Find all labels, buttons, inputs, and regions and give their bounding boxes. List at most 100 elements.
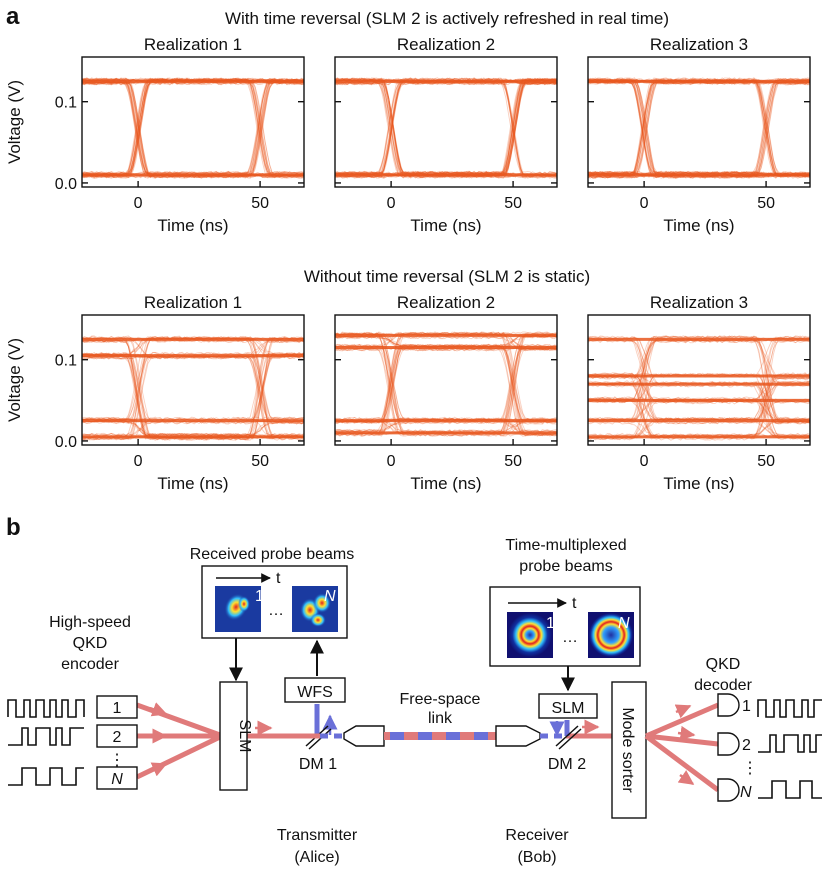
eye-trace [82,79,304,175]
setup-diagram: b 1 2 ⋮ N High [6,514,822,866]
eye-trace [82,355,304,438]
eye-trace [335,77,557,179]
eye-trace [82,78,304,179]
eye-trace [82,80,304,176]
eye-trace [588,376,810,422]
x-tick-label: 50 [757,453,775,470]
eye-trace [82,77,304,177]
eye-trace [588,79,810,177]
eye-trace [82,80,304,177]
eye-trace [82,78,304,175]
eye-trace [335,77,557,176]
eye-trace [335,80,557,178]
eye-trace [82,336,304,423]
eye-trace [82,78,304,174]
x-tick-label: 50 [757,195,775,212]
eye-trace [82,78,304,178]
eye-trace [82,354,304,441]
eye-trace [335,81,557,178]
eye-trace [588,337,810,403]
eye-trace [82,421,304,440]
x-tick-label: 0 [134,453,143,470]
eye-trace [335,78,557,178]
eye-traces [588,335,810,441]
eye-trace [335,78,557,175]
eye-trace [82,352,304,440]
eye-trace [588,78,810,177]
y-tick-label: 0.0 [55,176,77,193]
eye-trace [82,78,304,177]
receiver-bob-label: (Bob) [517,849,556,866]
eye-trace [335,77,557,177]
encoder-label-n: N [111,771,123,788]
eye-trace [82,78,304,175]
eye-trace [335,79,557,174]
eye-trace [588,78,810,176]
eye-trace [82,355,304,422]
detector-1 [717,693,740,717]
eye-trace [335,81,557,179]
eye-trace [335,80,557,179]
eye-trace [82,79,304,177]
eye-trace [588,80,810,175]
eye-trace [82,353,304,424]
eye-trace [588,78,810,177]
eye-trace [588,79,810,176]
eye-trace [335,344,557,424]
eye-trace [588,78,810,178]
eye-traces [588,77,810,179]
decoder-label-n: N [740,784,752,801]
eye-trace [82,77,304,179]
eye-trace [82,336,304,424]
received-t-label: t [276,570,281,587]
eye-trace [588,77,810,179]
eye-trace [335,81,557,178]
eye-trace [588,335,810,441]
encoder-channel-2: 2 [8,724,138,748]
eye-trace [82,78,304,177]
plot-frame [587,314,811,446]
x-tick-label: 50 [251,195,269,212]
eye-trace [82,77,304,176]
tm-probe-image-n [588,612,634,658]
eye-trace [82,80,304,178]
eye-trace [588,77,810,179]
eye-trace [82,352,304,441]
x-tick-label: 0 [387,453,396,470]
eye-trace [82,336,304,424]
eye-trace [588,80,810,177]
eye-trace [588,339,810,421]
eye-trace [82,81,304,178]
x-tick-label: 50 [504,195,522,212]
eye-trace [588,78,810,178]
transmitter-alice-label: (Alice) [294,849,339,866]
eye-trace [82,79,304,179]
eye-trace [588,80,810,177]
eye-trace [588,381,810,440]
eye-trace [588,79,810,176]
eye-trace [335,78,557,176]
eye-trace [82,78,304,178]
eye-trace [82,77,304,179]
y-tick-label: 0.0 [55,434,77,451]
x-axis-label: Time (ns) [157,474,228,493]
eye-trace [82,79,304,178]
x-tick-label: 0 [387,195,396,212]
plot-frame [334,56,558,188]
eye-trace [335,81,557,179]
tm-dots: … [562,629,578,646]
transmitter-telescope [343,725,385,747]
decoder-title-1: QKD [706,656,741,673]
plot-frame [81,56,305,188]
tm-image-1-label: 1 [546,615,555,632]
encoder-label-1: 1 [113,700,122,717]
eye-trace [588,78,810,177]
decoder-beam-arrows [674,704,696,786]
eye-trace [82,79,304,177]
eye-trace [82,354,304,441]
received-probe-image-1 [215,586,261,632]
eye-trace [82,354,304,438]
eye-traces [335,77,557,179]
